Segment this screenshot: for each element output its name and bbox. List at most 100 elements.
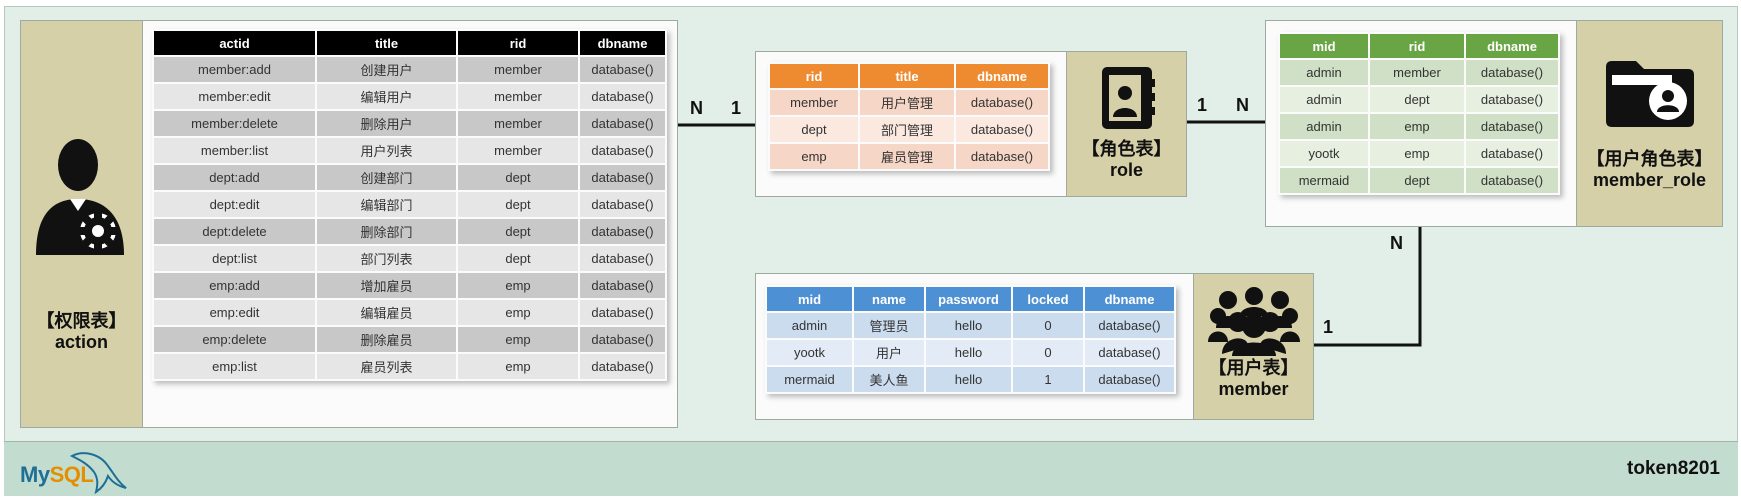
folder-user-icon — [1602, 57, 1698, 129]
table-cell: 0 — [1013, 313, 1083, 338]
table-cell: 用户 — [854, 340, 924, 365]
table-cell: 创建用户 — [317, 57, 456, 82]
table-cell: database() — [580, 300, 665, 325]
contact-card-icon — [1096, 63, 1158, 133]
table-cell: database() — [1466, 141, 1558, 166]
table-cell: 创建部门 — [317, 165, 456, 190]
table-cell: admin — [1280, 114, 1368, 139]
action-name-cn: 【权限表】 — [36, 311, 127, 331]
table-cell: dept — [458, 192, 578, 217]
member-label-panel: 【用户表】 member — [1193, 274, 1313, 419]
mysql-logo: MySQL — [20, 448, 127, 494]
footer-bar: MySQL token8201 — [4, 441, 1738, 496]
table-cell: hello — [926, 367, 1011, 392]
table-cell: mermaid — [1280, 168, 1368, 193]
table-cell: database() — [1466, 168, 1558, 193]
table-cell: dept:list — [154, 246, 315, 271]
table-cell: 0 — [1013, 340, 1083, 365]
table-cell: member — [458, 57, 578, 82]
table-cell: 美人鱼 — [854, 367, 924, 392]
table-cell: emp — [1370, 114, 1464, 139]
logo-text-my: My — [20, 462, 50, 487]
table-cell: 部门管理 — [860, 117, 954, 142]
token-label: token8201 — [1627, 458, 1720, 479]
column-header: rid — [458, 31, 578, 55]
table-cell: emp — [458, 273, 578, 298]
cardinality-action: N — [690, 98, 703, 118]
table-cell: member — [1370, 60, 1464, 85]
table-cell: hello — [926, 340, 1011, 365]
table-cell: 雇员列表 — [317, 354, 456, 379]
member-role-label-panel: 【用户角色表】 member_role — [1576, 21, 1722, 226]
column-header: dbname — [1466, 34, 1558, 58]
table-cell: admin — [767, 313, 852, 338]
mysql-logo-text: MySQL — [20, 462, 94, 488]
table-cell: member:delete — [154, 111, 315, 136]
user-group-icon — [1207, 286, 1300, 356]
table-cell: 删除用户 — [317, 111, 456, 136]
table-cell: database() — [580, 219, 665, 244]
table-cell: dept — [1370, 168, 1464, 193]
table-cell: dept:delete — [154, 219, 315, 244]
column-header: dbname — [1085, 287, 1174, 311]
table-cell: member — [458, 84, 578, 109]
table-cell: dept:edit — [154, 192, 315, 217]
line-member-role-member — [1313, 227, 1422, 347]
member-role-name-cn: 【用户角色表】 — [1586, 149, 1713, 169]
table-cell: member — [770, 90, 858, 115]
table-cell: database() — [1466, 60, 1558, 85]
table-cell: 删除雇员 — [317, 327, 456, 352]
table-cell: emp:list — [154, 354, 315, 379]
table-cell: 部门列表 — [317, 246, 456, 271]
cardinality-role-left: 1 — [731, 98, 742, 118]
table-cell: database() — [580, 327, 665, 352]
table-cell: member:list — [154, 138, 315, 163]
table-cell: emp:add — [154, 273, 315, 298]
table-cell: yootk — [767, 340, 852, 365]
cardinality-role-right: 1 — [1197, 95, 1208, 115]
table-cell: mermaid — [767, 367, 852, 392]
column-header: mid — [1280, 34, 1368, 58]
action-label-panel: 【权限表】 action — [21, 21, 143, 427]
table-cell: 编辑部门 — [317, 192, 456, 217]
table-cell: dept — [458, 246, 578, 271]
table-cell: 用户管理 — [860, 90, 954, 115]
table-cell: dept — [1370, 87, 1464, 112]
table-cell: yootk — [1280, 141, 1368, 166]
table-cell: member — [458, 111, 578, 136]
table-cell: member:add — [154, 57, 315, 82]
logo-text-sql: SQL — [49, 462, 94, 487]
table-cell: database() — [580, 192, 665, 217]
role-name-cn: 【角色表】 — [1081, 139, 1172, 159]
table-cell: database() — [1466, 87, 1558, 112]
action-name-en: action — [54, 332, 108, 352]
table-cell: database() — [1085, 340, 1174, 365]
table-cell: dept — [458, 219, 578, 244]
cardinality-member-role-left: N — [1236, 95, 1249, 115]
table-cell: dept — [458, 165, 578, 190]
dolphin-icon — [69, 452, 127, 494]
column-header: rid — [1370, 34, 1464, 58]
cardinality-member-role-bottom: N — [1390, 233, 1403, 253]
table-cell: database() — [580, 138, 665, 163]
table-cell: database() — [580, 165, 665, 190]
table-cell: dept:add — [154, 165, 315, 190]
